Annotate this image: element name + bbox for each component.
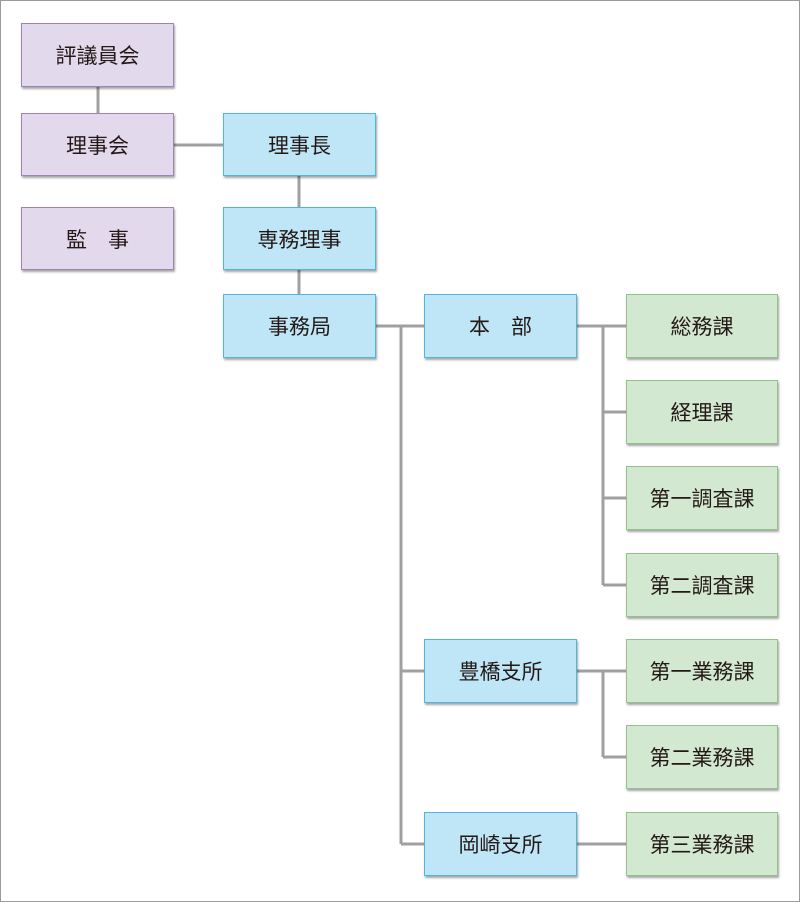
node-soumu-ka: 総務課 <box>626 294 778 358</box>
node-hyogiinkai: 評議員会 <box>21 23 174 87</box>
node-keiri-ka: 経理課 <box>626 380 778 444</box>
node-daini-chousa-ka: 第二調査課 <box>626 553 778 617</box>
node-daiichi-chousa-ka: 第一調査課 <box>626 466 778 530</box>
node-rijikai: 理事会 <box>21 113 174 176</box>
node-kanji: 監 事 <box>21 207 174 270</box>
node-okazaki-shisho: 岡崎支所 <box>424 812 577 876</box>
node-rijicho: 理事長 <box>223 113 376 176</box>
node-jimukyoku: 事務局 <box>223 294 376 358</box>
node-toyohashi-shisho: 豊橋支所 <box>424 639 577 703</box>
node-daiichi-gyomu-ka: 第一業務課 <box>626 639 778 703</box>
node-senmu-riji: 専務理事 <box>223 207 376 270</box>
node-daini-gyomu-ka: 第二業務課 <box>626 725 778 789</box>
node-honbu: 本 部 <box>424 294 577 358</box>
node-daisan-gyomu-ka: 第三業務課 <box>626 812 778 876</box>
